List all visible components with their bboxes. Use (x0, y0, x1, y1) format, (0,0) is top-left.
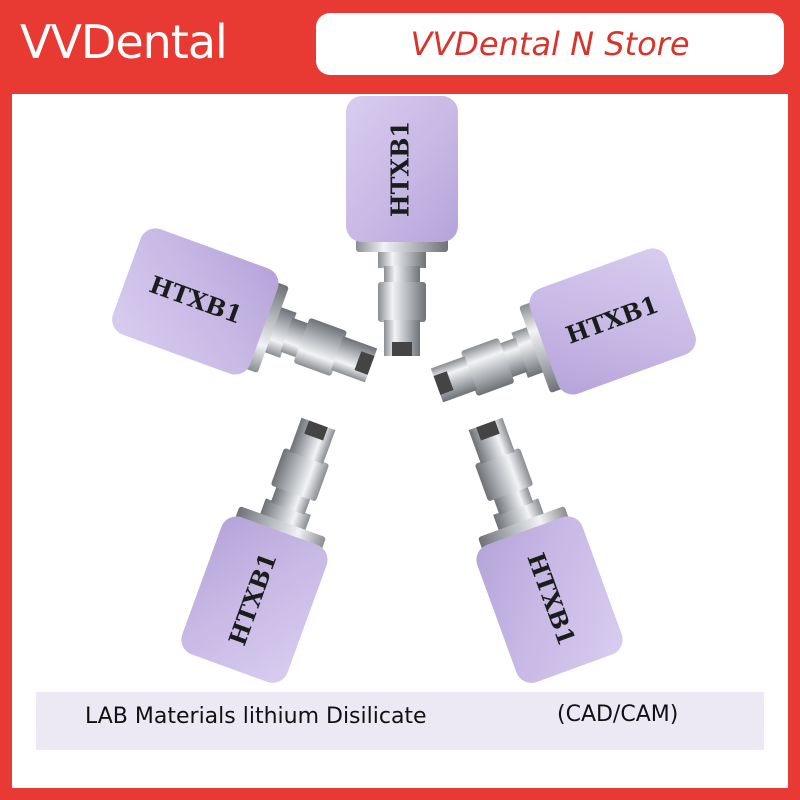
block-label: HTXB1 (386, 121, 415, 217)
milling-block: HTXB1 (99, 201, 492, 474)
milling-block: HTXB1 (316, 221, 709, 494)
store-name: VVDental N Store (410, 25, 690, 63)
product-caption: LAB Materials lithium Disilicate (85, 704, 427, 729)
product-caption-band: LAB Materials lithium Disilicate (CAD/CA… (36, 692, 764, 750)
product-panel: HTXB1 HTXB1 (12, 94, 788, 788)
product-caption-tag: (CAD/CAM) (557, 702, 679, 727)
milling-block: HTXB1 (154, 303, 427, 696)
milling-block: HTXB1 (376, 303, 649, 696)
milling-block-graphic: HTXB1 (346, 96, 458, 356)
store-header: VVDental VVDental N Store (0, 0, 800, 85)
brand-logo: VVDental (20, 15, 228, 69)
product-image: HTXB1 HTXB1 (12, 94, 788, 684)
store-name-badge: VVDental N Store (316, 13, 784, 75)
milling-block: HTXB1 (322, 96, 482, 456)
